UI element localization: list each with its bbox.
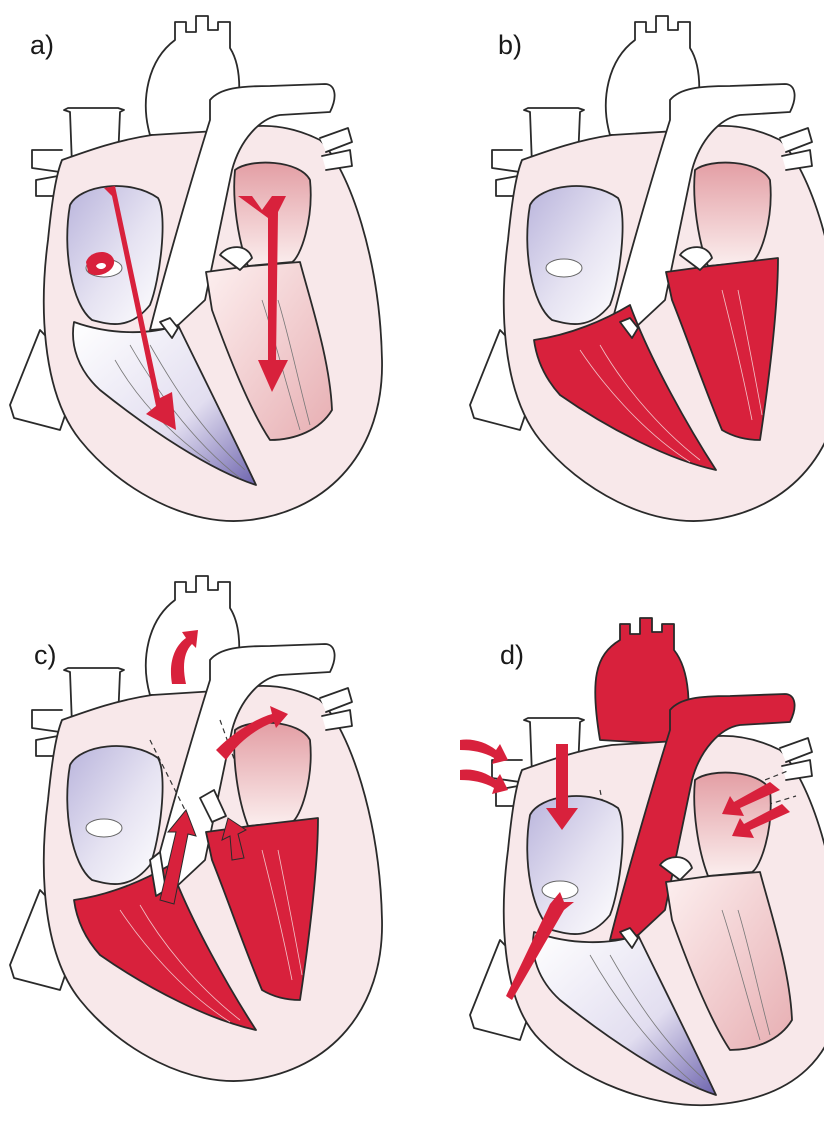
panel-label: d) — [500, 640, 524, 671]
heart-diagram-b — [460, 0, 824, 566]
panel-label: c) — [34, 640, 57, 671]
heart-diagram-c — [0, 560, 412, 1126]
panel-d: d) — [460, 560, 824, 1126]
panel-label: a) — [30, 30, 54, 61]
panel-label: b) — [498, 30, 522, 61]
panel-a: a) — [0, 0, 412, 566]
heart-diagram-a — [0, 0, 412, 566]
panel-c: c) — [0, 560, 412, 1126]
panel-b: b) — [460, 0, 824, 566]
